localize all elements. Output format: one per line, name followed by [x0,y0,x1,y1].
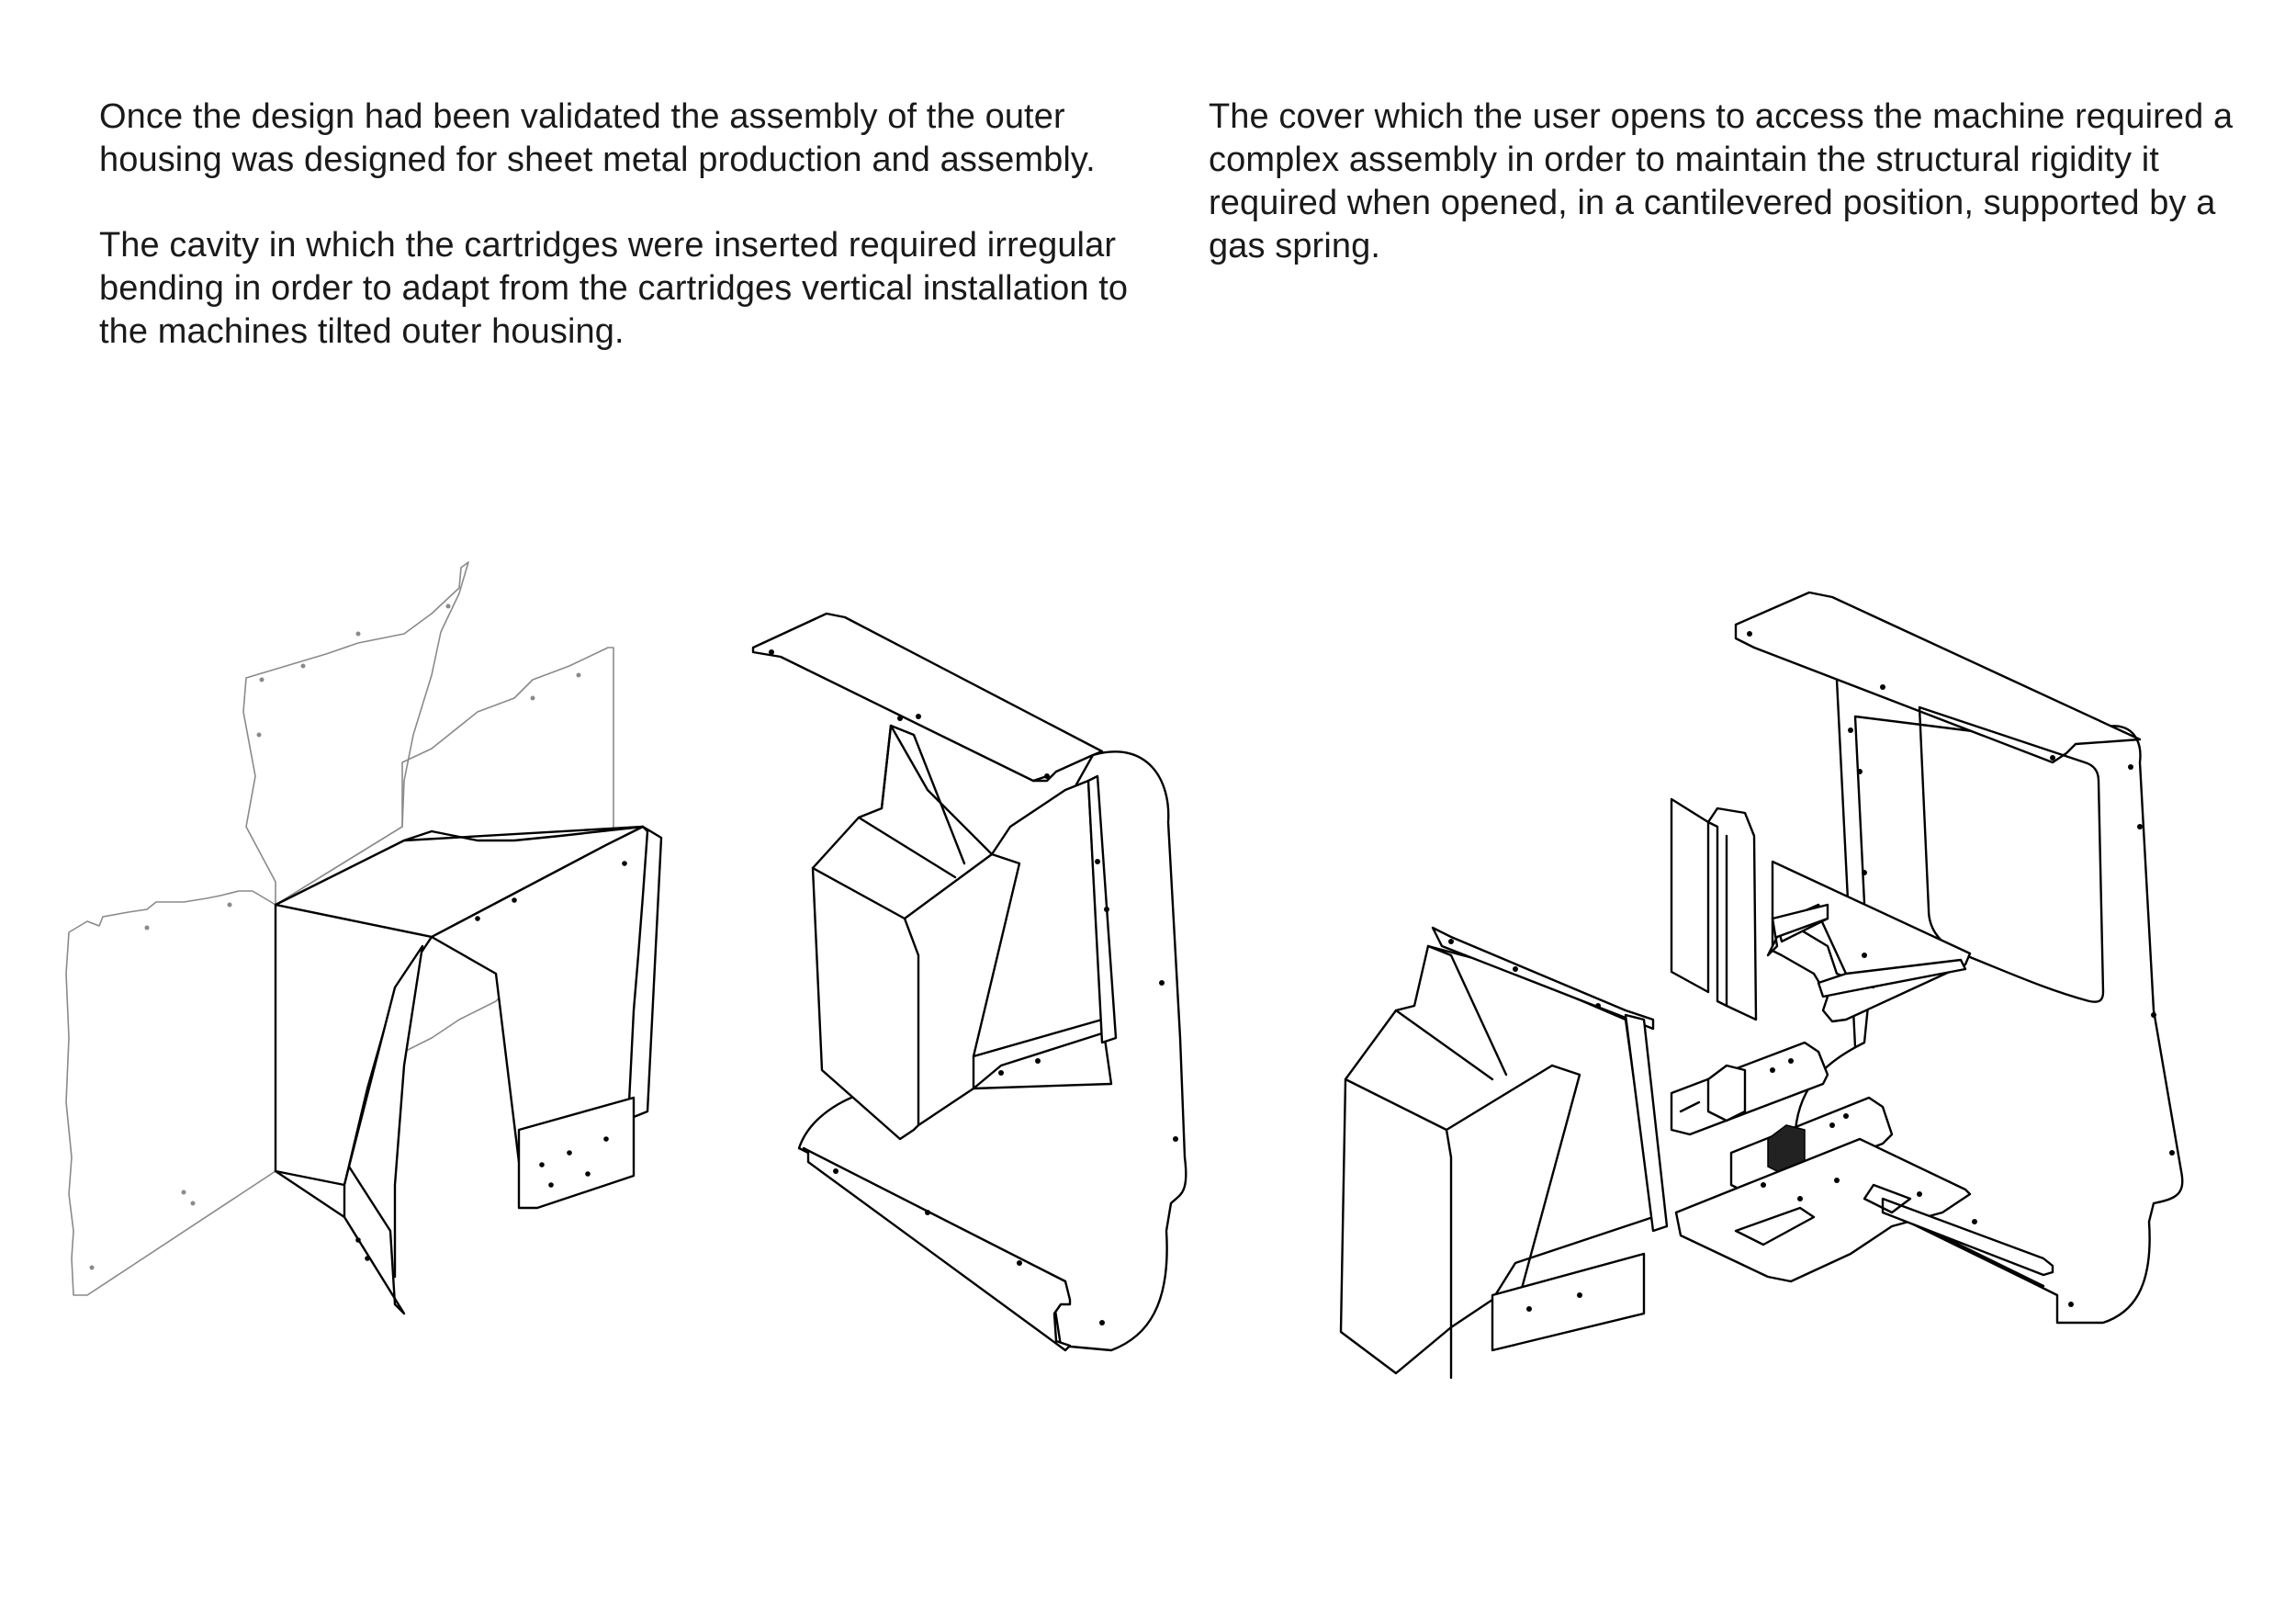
housing-top-flange [751,612,1104,783]
left-text-column: Once the design had been validated the a… [99,96,1146,396]
cover-top-flange [1734,591,2142,764]
right-text-column: The cover which the user opens to access… [1209,96,2256,310]
left-paragraph-1: Once the design had been validated the a… [99,97,1096,179]
right-paragraph-1: The cover which the user opens to access… [1209,97,2234,265]
housing-bottom-flange [802,1146,1072,1352]
exploded-sheet-metal-cavity-drawing [65,561,663,1315]
vertical-bracket [1670,797,1710,994]
ghost-flat-panels [65,561,614,1296]
cartridge-rail-2 [1729,1096,1894,1196]
left-paragraph-2: The cavity in which the cartridges were … [99,226,1129,351]
cavity-flange [517,1096,636,1210]
assembled-outer-housing-drawing [751,612,1187,1352]
exploded-cover-assembly-drawing [1339,591,2184,1380]
